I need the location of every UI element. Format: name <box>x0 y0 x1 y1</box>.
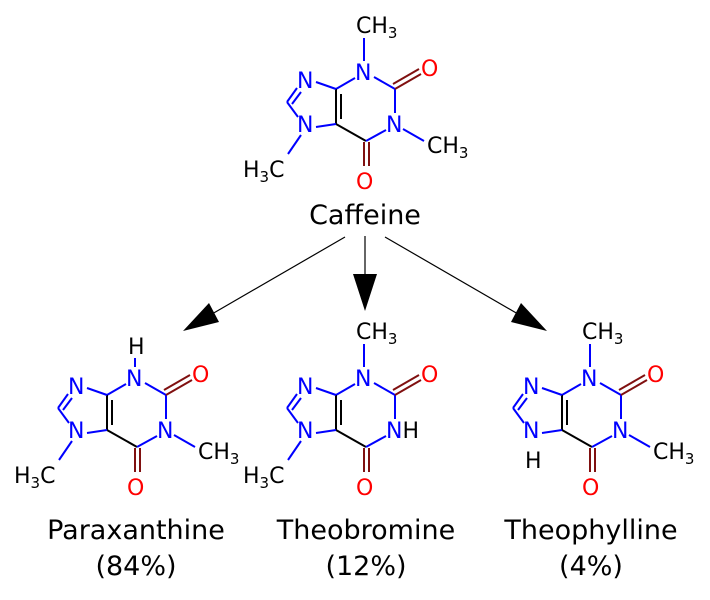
atom-n7: N <box>523 419 539 444</box>
arrowhead-left-icon <box>183 303 219 331</box>
atom-n7: N <box>297 113 313 138</box>
atom-o6: O <box>356 476 373 501</box>
atom-n3: N <box>126 367 142 392</box>
paraxanthine-label: Paraxanthine <box>47 515 225 546</box>
atom-n9: N <box>297 375 313 400</box>
methyl-n3: CH3 <box>356 14 397 42</box>
atom-n9: N <box>297 69 313 94</box>
atom-o6: O <box>356 170 373 195</box>
atom-o2: O <box>421 57 438 82</box>
atom-n9: N <box>68 375 84 400</box>
atom-n3: N <box>355 367 371 392</box>
atom-n3: N <box>355 61 371 86</box>
theophylline-percent: (4%) <box>559 551 623 582</box>
paraxanthine-percent: (84%) <box>95 551 176 582</box>
methyl-n1: CH3 <box>653 440 694 468</box>
atom-o6: O <box>127 476 144 501</box>
theophylline-label: Theophylline <box>503 515 677 546</box>
theobromine-label: Theobromine <box>276 515 455 546</box>
caffeine-label: Caffeine <box>309 200 421 231</box>
atom-n3: N <box>581 367 597 392</box>
atom-n7: N <box>68 419 84 444</box>
atom-nh1: NH <box>386 419 419 444</box>
paraxanthine-structure: N N N N O O H CH3 H3C <box>14 335 239 501</box>
arrowhead-down-icon <box>353 274 377 311</box>
atom-n1: N <box>386 113 402 138</box>
methyl-n7: H3C <box>243 158 284 186</box>
atom-n7: N <box>297 419 313 444</box>
methyl-n1: CH3 <box>198 440 239 468</box>
arrow-to-theophylline <box>384 236 519 315</box>
methyl-n7: H3C <box>243 464 284 492</box>
hydrogen-n3: H <box>128 335 145 360</box>
metabolism-arrows <box>183 236 547 331</box>
theobromine-structure: N NH N N O O CH3 H3C <box>243 320 438 501</box>
methyl-n1: CH3 <box>427 134 468 162</box>
atom-o2: O <box>421 363 438 388</box>
atom-n9: N <box>523 375 539 400</box>
atom-o6: O <box>582 476 599 501</box>
methyl-n3: CH3 <box>582 320 623 348</box>
atom-n1: N <box>612 419 628 444</box>
arrowhead-right-icon <box>511 303 547 331</box>
atom-o2: O <box>647 363 664 388</box>
theophylline-structure: N N N N H O O CH3 CH3 <box>512 320 694 501</box>
caffeine-structure: N N N N O O CH3 CH3 H3C Caffeine <box>243 14 468 231</box>
methyl-n7: H3C <box>14 464 55 492</box>
atom-o2: O <box>192 363 209 388</box>
atom-n1: N <box>157 419 173 444</box>
hydrogen-n7: H <box>525 449 542 474</box>
theobromine-percent: (12%) <box>325 551 406 582</box>
arrow-to-paraxanthine <box>211 236 346 315</box>
methyl-n3: CH3 <box>356 320 397 348</box>
